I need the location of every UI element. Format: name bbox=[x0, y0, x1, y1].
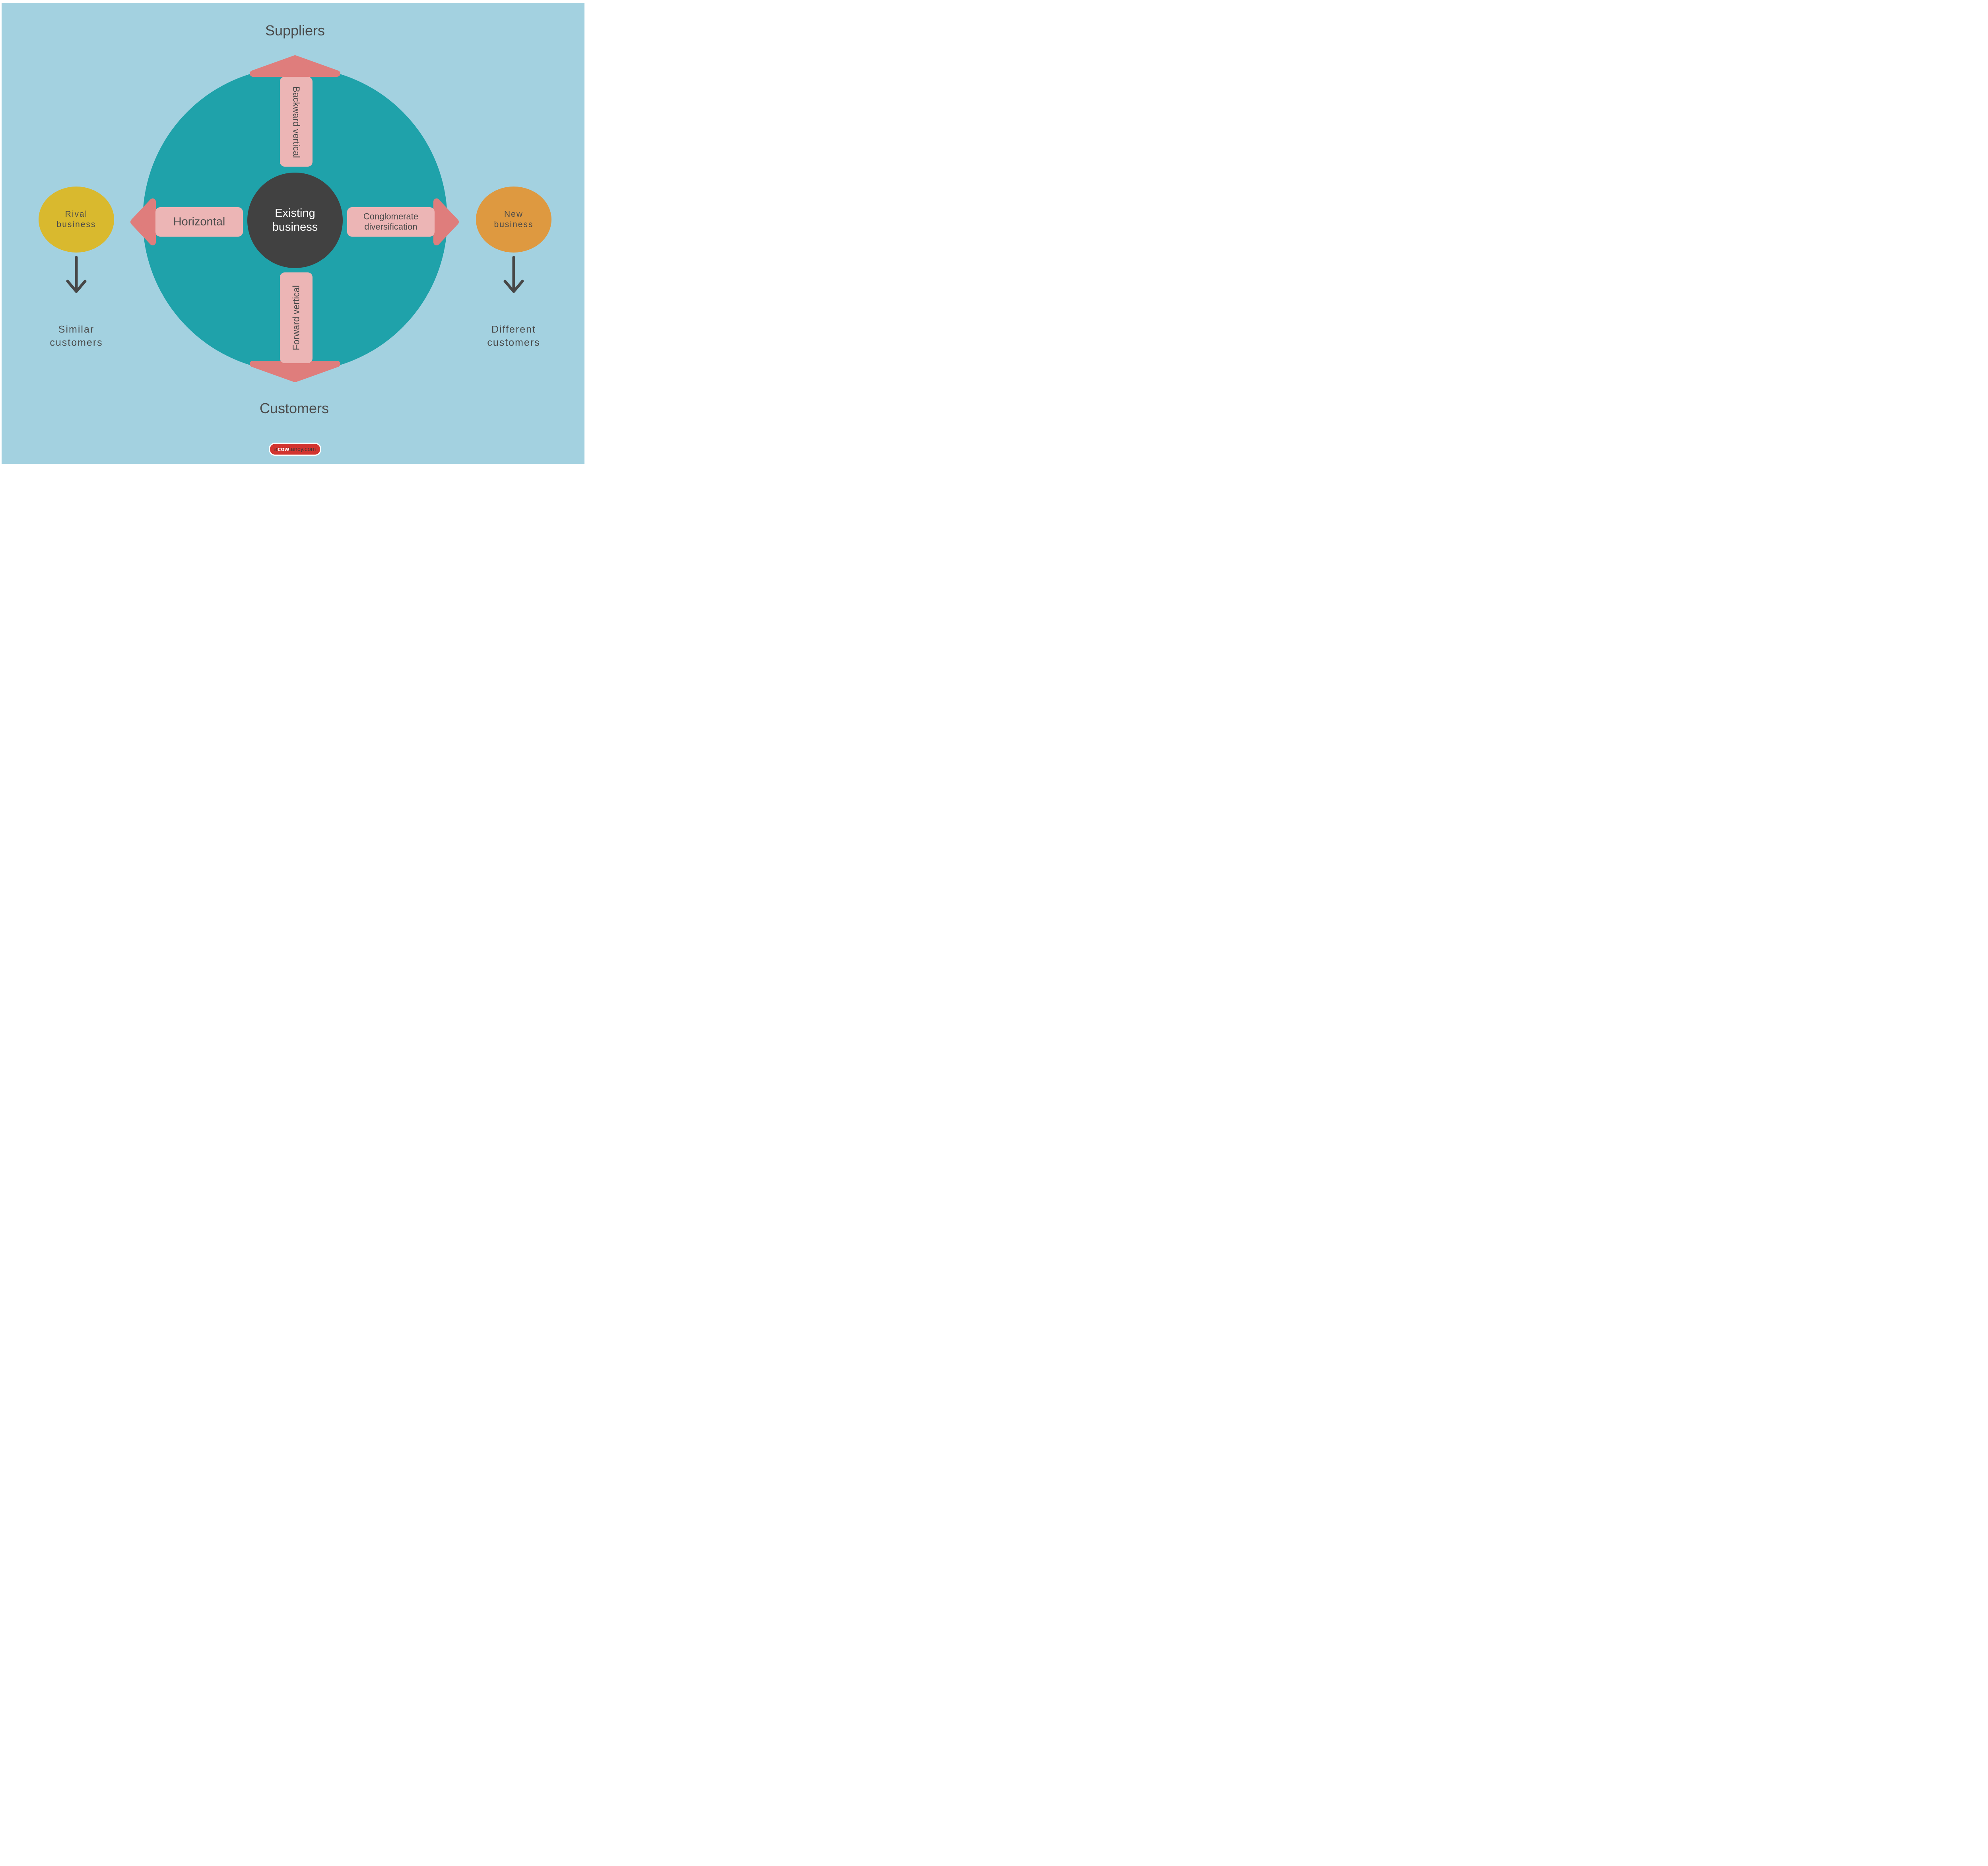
existing-business-label-line1: Existing bbox=[275, 206, 315, 220]
existing-business-circle: Existing business bbox=[247, 173, 343, 268]
different-customers-label-line1: Different bbox=[491, 324, 536, 335]
backward-vertical-arrowhead-shape bbox=[250, 55, 340, 77]
forward-vertical-arrowhead-icon bbox=[250, 361, 340, 382]
similar-customers-label-line1: Similar bbox=[58, 324, 95, 335]
conglomerate-label-line1: Conglomerate bbox=[363, 211, 419, 222]
conglomerate-arrowhead-shape bbox=[433, 198, 459, 245]
diversification-diagram-page: Suppliers Backward vertical Forward vert… bbox=[0, 0, 586, 466]
forward-vertical-arrow-body bbox=[280, 272, 313, 363]
existing-business-label-line2: business bbox=[272, 221, 318, 233]
rival-down-arrow-icon bbox=[66, 256, 87, 293]
different-customers-label: Different customers bbox=[487, 323, 540, 349]
conglomerate-label: Conglomerate diversification bbox=[363, 212, 418, 233]
different-customers-label-line2: customers bbox=[487, 337, 540, 348]
horizontal-label: Horizontal bbox=[173, 215, 225, 228]
horizontal-arrowhead-shape bbox=[130, 198, 156, 245]
rival-business-label-line2: business bbox=[56, 220, 96, 229]
similar-customers-label-line2: customers bbox=[50, 337, 103, 348]
horizontal-arrowhead-icon bbox=[130, 198, 156, 245]
logo-prefix: a bbox=[274, 446, 278, 453]
new-business-label-line1: New bbox=[504, 209, 523, 219]
forward-vertical-arrowhead-shape bbox=[250, 361, 340, 382]
horizontal-arrow-body bbox=[155, 207, 243, 237]
rival-business-label-line1: Rival bbox=[65, 209, 88, 219]
new-down-arrow-chevron bbox=[503, 280, 524, 293]
backward-vertical-arrow-body bbox=[280, 77, 313, 167]
logo-suffix: tancy.com bbox=[289, 446, 316, 453]
backward-vertical-arrowhead-icon bbox=[250, 55, 340, 77]
conglomerate-label-line2: diversification bbox=[364, 222, 417, 232]
similar-customers-label: Similar customers bbox=[50, 323, 103, 349]
forward-vertical-label: Forward vertical bbox=[291, 285, 301, 350]
backward-vertical-label: Backward vertical bbox=[291, 86, 302, 158]
suppliers-label: Suppliers bbox=[265, 22, 325, 39]
rival-business-circle: Rival business bbox=[39, 187, 114, 253]
new-business-label-line2: business bbox=[494, 220, 534, 229]
conglomerate-arrow-body bbox=[347, 207, 435, 237]
diagram-canvas: Suppliers Backward vertical Forward vert… bbox=[2, 3, 584, 464]
new-business-circle: New business bbox=[476, 187, 551, 253]
customers-label: Customers bbox=[259, 400, 329, 416]
new-down-arrow-icon bbox=[503, 256, 524, 293]
logo-brand: cow bbox=[277, 446, 289, 453]
rival-down-arrow-chevron bbox=[66, 280, 87, 293]
conglomerate-arrowhead-icon bbox=[433, 198, 459, 245]
